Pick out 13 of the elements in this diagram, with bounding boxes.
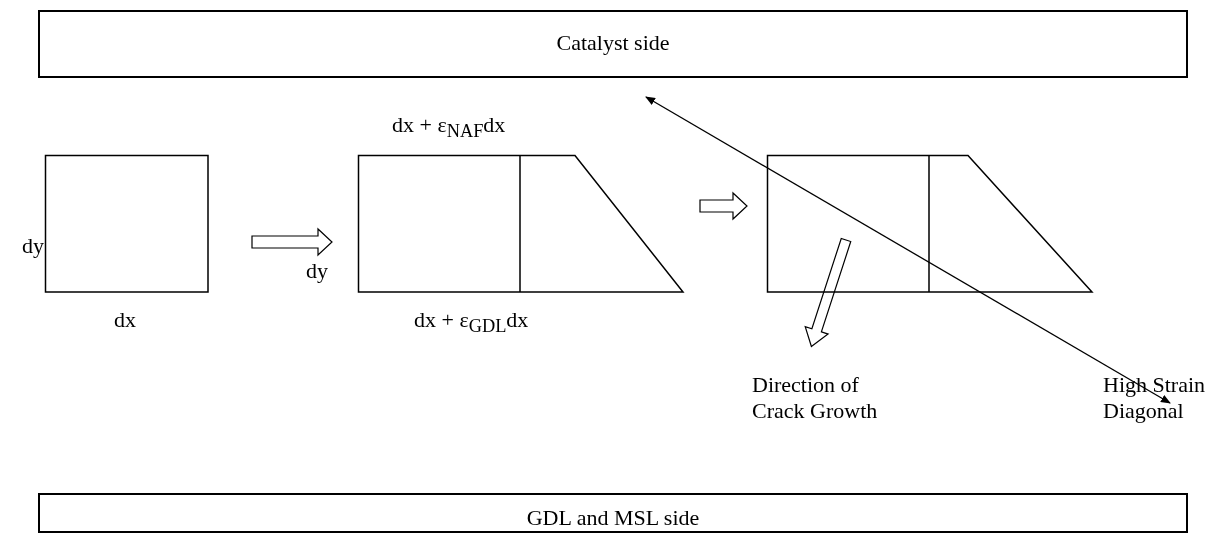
arrow <box>251 227 333 257</box>
dimension-label: dy <box>22 233 44 259</box>
dimension-label: dx + ε$_{NAF}$dx <box>392 112 506 144</box>
side-band: GDL and MSL side <box>38 493 1188 533</box>
square-element-drawing <box>45 155 209 293</box>
dimension-label: dx + ε$_{GDL}$dx <box>414 307 529 339</box>
deformed-element-drawing <box>767 155 1093 293</box>
arrow <box>699 191 748 221</box>
deformed-element-drawing <box>358 155 684 293</box>
dimension-label: dx <box>114 307 136 333</box>
side-band: Catalyst side <box>38 10 1188 78</box>
dimension-label: dy <box>306 258 328 284</box>
annotation-text: Direction of Crack Growth <box>752 372 879 424</box>
